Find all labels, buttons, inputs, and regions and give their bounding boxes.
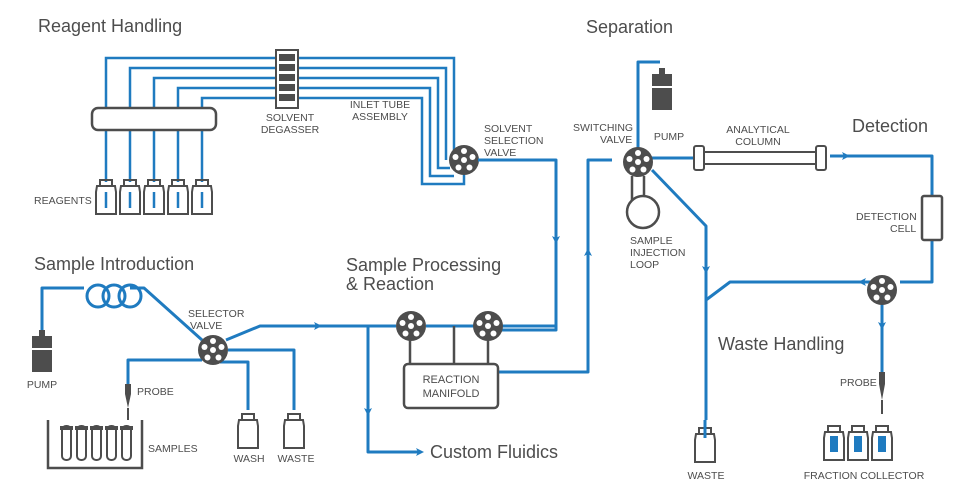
reaction-manifold: [402, 362, 500, 410]
solvent-selection-label: SOLVENT: [484, 123, 533, 135]
probe-right: [879, 372, 885, 414]
fraction-collector-label: FRACTION COLLECTOR: [804, 470, 925, 482]
waste-valve[interactable]: [867, 275, 897, 305]
selector-valve-label-2: VALVE: [190, 320, 222, 332]
sample-loop-label-3: LOOP: [630, 259, 659, 271]
solvent-selection-valve[interactable]: [449, 145, 479, 175]
reaction-manifold-label: REACTION: [423, 374, 480, 386]
detection-cell-label: DETECTION: [856, 211, 917, 223]
pump-left[interactable]: [32, 330, 52, 372]
section-sample-processing: Sample Processing: [346, 255, 501, 275]
sample-intro-tubing: [40, 283, 396, 410]
selector-valve[interactable]: [198, 335, 228, 365]
samples-rack: [46, 420, 144, 470]
section-sample-introduction: Sample Introduction: [34, 254, 194, 274]
analytical-column: [693, 145, 827, 171]
probe-right-label: PROBE: [840, 377, 877, 389]
pump-left-label: PUMP: [27, 379, 57, 391]
processing-valve-1[interactable]: [396, 311, 426, 341]
section-waste-handling: Waste Handling: [718, 334, 844, 354]
analytical-column-label-2: COLUMN: [735, 136, 781, 148]
fraction-collector: [823, 425, 893, 461]
reagent-manifold-bar: [90, 106, 218, 132]
switching-valve-label: SWITCHING: [573, 122, 633, 134]
processing-valve-2[interactable]: [473, 311, 503, 341]
sample-loop-label: SAMPLE: [630, 235, 673, 247]
pump-top[interactable]: [652, 68, 672, 110]
waste-left-label: WASTE: [278, 453, 315, 465]
reaction-manifold-label-2: MANIFOLD: [423, 388, 480, 400]
solvent-selection-label-3: VALVE: [484, 147, 516, 159]
solvent-selection-label-2: SELECTION: [484, 135, 544, 147]
wash-bottle: [237, 413, 259, 449]
section-reaction: & Reaction: [346, 274, 434, 294]
wash-label: WASH: [233, 453, 264, 465]
detection-cell-label-2: CELL: [890, 223, 916, 235]
selector-valve-label: SELECTOR: [188, 308, 245, 320]
inlet-tube-label-2: ASSEMBLY: [352, 111, 408, 123]
detection-cell: [920, 194, 944, 242]
samples-label: SAMPLES: [148, 443, 198, 455]
inlet-tube-label: INLET TUBE: [350, 99, 410, 111]
switching-valve-label-2: VALVE: [600, 134, 632, 146]
section-detection: Detection: [852, 116, 928, 136]
probe-left-label: PROBE: [137, 386, 174, 398]
probe-left: [125, 384, 131, 420]
section-custom-fluidics: Custom Fluidics: [430, 442, 558, 462]
reagent-bottles: [95, 179, 213, 215]
switching-valve[interactable]: [623, 147, 653, 177]
processing-tubing: [364, 158, 612, 456]
solvent-degasser: [275, 49, 299, 109]
reagent-tubing: [104, 56, 466, 186]
sample-injection-loop: [625, 176, 661, 230]
solvent-degasser-label: SOLVENT: [266, 112, 315, 124]
waste-center-label: WASTE: [688, 470, 725, 482]
analytical-column-label: ANALYTICAL: [726, 124, 790, 136]
waste-bottle-left: [283, 413, 305, 449]
section-reagent-handling: Reagent Handling: [38, 16, 182, 36]
separation-tubing: [636, 60, 934, 420]
sample-loop-label-2: INJECTION: [630, 247, 685, 259]
reagents-label: REAGENTS: [34, 195, 92, 207]
solvent-degasser-label-2: DEGASSER: [261, 124, 320, 136]
section-separation: Separation: [586, 17, 673, 37]
pump-top-label: PUMP: [654, 131, 684, 143]
solvent-out-line: [478, 158, 558, 332]
